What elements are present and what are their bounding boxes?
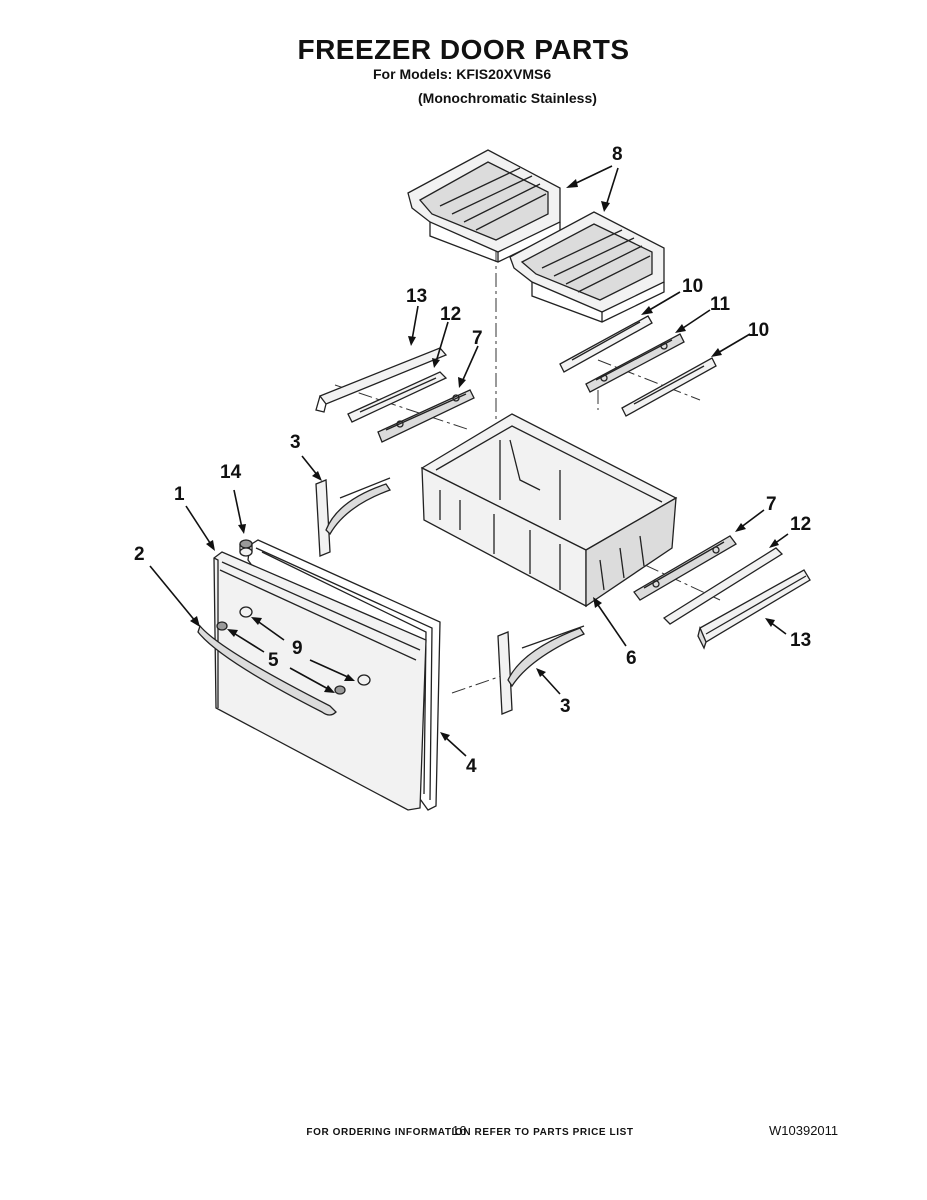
callout-14: 14 <box>220 462 242 483</box>
callout-10-upper-a: 10 <box>682 276 703 297</box>
lower-right-glide-rail <box>633 535 737 601</box>
callout-6: 6 <box>626 648 637 669</box>
upper-basket-left <box>407 149 561 263</box>
callout-7-lower: 7 <box>766 494 777 515</box>
door-handle <box>197 624 337 716</box>
door-panel <box>213 551 427 811</box>
upper-left-glide-rail <box>377 389 475 443</box>
handle-studs <box>216 606 371 695</box>
callout-4: 4 <box>466 756 477 777</box>
lower-side-bracket <box>497 625 585 715</box>
callout-5: 5 <box>268 650 279 671</box>
model-line: For Models: KFIS20XVMS6 <box>373 66 552 82</box>
upper-left-slide-rail <box>347 371 448 423</box>
upper-right-rail-b <box>621 357 717 417</box>
callout-1: 1 <box>174 484 185 505</box>
callout-2: 2 <box>134 544 145 565</box>
door-gasket <box>247 539 441 811</box>
callout-8: 8 <box>612 144 623 165</box>
callout-labels: 8 13 12 7 10 11 10 3 14 1 2 9 5 4 6 3 7 … <box>134 144 811 777</box>
callout-12-upper: 12 <box>440 304 461 325</box>
screw-set <box>239 539 253 557</box>
callout-13-upper: 13 <box>406 286 427 307</box>
callout-10-upper-b: 10 <box>748 320 769 341</box>
callout-11: 11 <box>710 294 731 315</box>
upper-right-rail-a <box>559 315 653 373</box>
ordering-note: FOR ORDERING INFORMATION REFER TO PARTS … <box>306 1127 634 1138</box>
page-number: 16 <box>452 1123 467 1138</box>
callout-3-upper: 3 <box>290 432 301 453</box>
upper-right-rail-center <box>585 333 685 393</box>
document-number: W10392011 <box>769 1123 839 1138</box>
upper-side-bracket <box>315 477 391 557</box>
callout-7-upper: 7 <box>472 328 483 349</box>
callout-13-lower: 13 <box>790 630 811 651</box>
callout-3-lower: 3 <box>560 696 571 717</box>
lower-right-rail-cover <box>697 569 811 650</box>
freezer-bin <box>420 413 678 608</box>
upper-basket-right <box>509 211 665 323</box>
page-title: FREEZER DOOR PARTS <box>297 34 630 65</box>
upper-left-rail-cover <box>315 347 448 413</box>
callout-arrows <box>149 165 789 757</box>
model-variant: (Monochromatic Stainless) <box>418 90 597 106</box>
callout-12-lower: 12 <box>790 514 811 535</box>
lower-right-slide-rail <box>662 547 784 625</box>
callout-9: 9 <box>292 638 303 659</box>
